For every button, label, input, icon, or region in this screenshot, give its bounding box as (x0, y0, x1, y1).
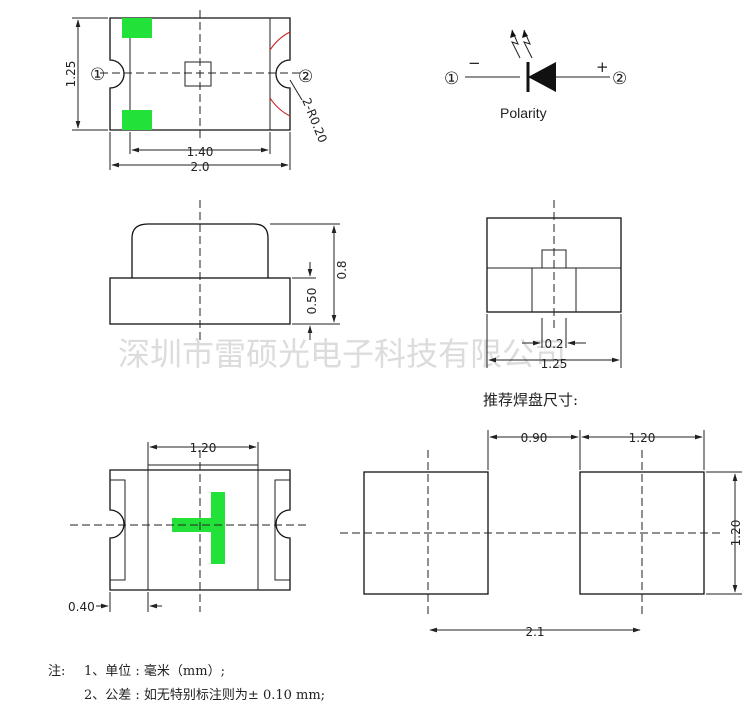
pin1-marker-top: ① (90, 65, 105, 85)
polarity-pin2: ② (612, 69, 627, 89)
end-view: 0.2 1.25 (486, 200, 622, 371)
dim-total-width-label: 2.0 (190, 160, 209, 174)
dim-pad-pitch-label: 2.1 (525, 625, 544, 639)
polarity-symbol: ① ② − + Polarity (444, 29, 627, 121)
polarity-pin1: ① (444, 69, 459, 89)
top-pad-green-lower (122, 110, 152, 130)
bottom-outline (109, 469, 291, 591)
dim-inner-width-label: 1.40 (187, 145, 214, 159)
watermark-text: 深圳市雷硕光电子科技有限公司 (118, 335, 566, 373)
corner-radius-label: 2-R0.20 (299, 96, 330, 145)
bottom-view: 1.20 0.40 (68, 441, 310, 614)
dim-bottom-offset-label: 0.40 (68, 600, 95, 614)
top-view: 1.25 1.40 2.0 2-R0.20 ① ② (64, 10, 330, 174)
pad-title: 推荐焊盘尺寸: (483, 391, 578, 409)
dim-chip-label: 0.2 (544, 337, 563, 351)
dim-height-label: 1.25 (64, 61, 78, 88)
top-view-outline (109, 17, 291, 131)
solder-pads: 0.90 1.20 1.20 2.1 (340, 430, 743, 639)
dim-end-width-label: 1.25 (541, 357, 568, 371)
pin2-marker-top: ② (298, 67, 313, 87)
polarity-plus: + (596, 58, 609, 76)
side-dome (131, 223, 269, 278)
note-tolerance: 2、公差 : 如无特别标注则为± 0.10 mm; (84, 687, 325, 703)
notes-prefix: 注: (48, 664, 65, 679)
polarity-minus: − (468, 54, 481, 72)
side-view: 0.8 0.50 (109, 200, 349, 342)
dim-total-height-label: 0.8 (335, 260, 349, 279)
note-units: 1、单位 : 毫米（mm）; (84, 663, 225, 679)
bottom-polarity-stem (211, 492, 225, 564)
dim-pad-gap-label: 0.90 (521, 431, 548, 445)
diode-triangle (528, 62, 556, 92)
top-chip-square (184, 61, 212, 87)
top-pad-green-upper (122, 18, 152, 38)
notes: 注: 1、单位 : 毫米（mm）; 2、公差 : 如无特别标注则为± 0.10 … (48, 663, 325, 703)
polarity-label: Polarity (500, 105, 547, 121)
dim-bottom-pad-width-label: 1.20 (190, 441, 217, 455)
dim-base-height-label: 0.50 (305, 288, 319, 315)
dim-pad-width-label: 1.20 (629, 431, 656, 445)
dim-pad-height-label: 1.20 (729, 520, 743, 547)
